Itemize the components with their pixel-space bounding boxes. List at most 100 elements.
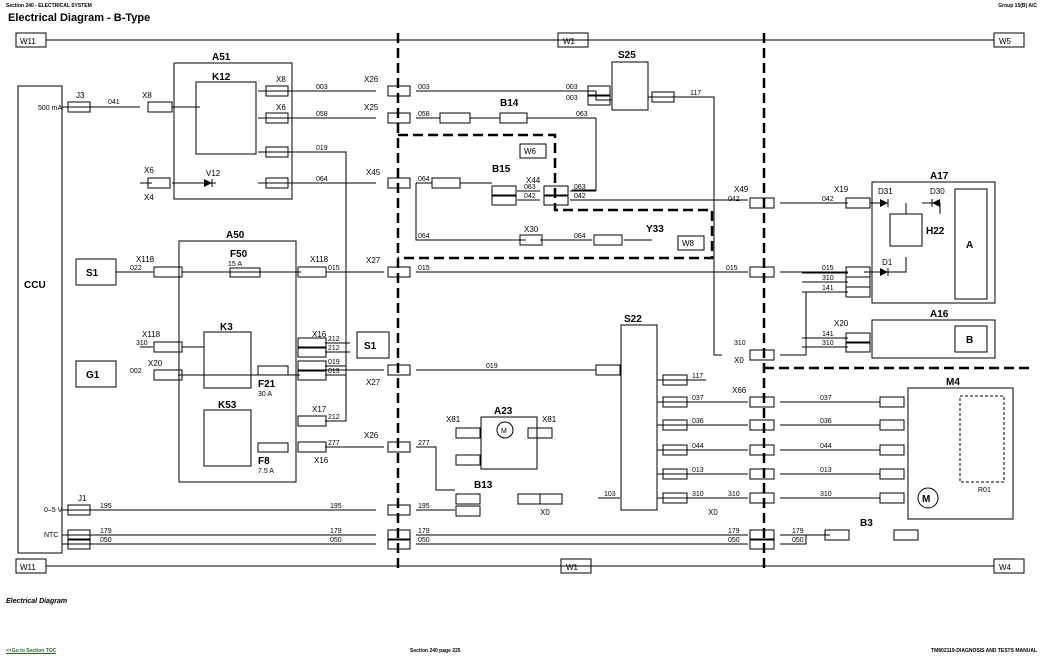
wire-036-b: 036 [820,418,832,425]
wire-212-c: 212 [328,414,340,421]
wire-117-b: 117 [692,373,703,380]
wire-058-b: 058 [418,111,430,118]
wire-019-c: 019 [328,368,340,375]
connector-x6-a: X6 [276,103,286,112]
b3-label: B3 [860,518,873,529]
connector-j3: J3 [76,91,85,100]
wire-141-a: 141 [822,285,834,292]
wire-050-a: 050 [100,537,112,544]
wire-050-c: 050 [418,537,430,544]
zone-w11-top: W11 [20,37,36,46]
wire-013-a: 013 [692,467,704,474]
connector-x30: X30 [524,225,539,234]
zone-w5: W5 [999,37,1012,46]
wire-179-a: 179 [100,528,112,535]
wire-179-e: 179 [792,528,804,535]
a17-box-label: A [966,240,973,251]
g1-label: G1 [86,370,100,381]
connector-x66: X66 [732,386,747,395]
wire-310-c: 310 [734,340,746,347]
toc-link[interactable]: <<Go to Section TOC [6,648,57,654]
zone-w1-bottom: W1 [566,563,579,572]
wire-058-a: 058 [316,111,328,118]
header-right: Group 15(B) A/C [998,3,1037,9]
wire-003-a: 003 [316,84,328,91]
wire-310-b: 310 [822,340,834,347]
wire-277-a: 277 [328,440,340,447]
connector-x20: X20 [148,359,163,368]
wire-212-b: 212 [328,345,340,352]
wire-179-d: 179 [728,528,740,535]
wire-179-c: 179 [418,528,430,535]
s22-label: S22 [624,314,642,325]
motor-icon: M [922,494,930,505]
wire-050-b: 050 [330,537,342,544]
wire-141-b: 141 [822,331,834,338]
a16-label: A16 [930,309,949,320]
connector-x26-b: X26 [364,431,379,440]
d30-label: D30 [930,187,945,196]
connector-x118-b: X118 [310,255,329,264]
wire-103: 103 [604,491,616,498]
connector-x8-b: X8 [276,75,286,84]
wire-036-a: 036 [692,418,704,425]
a50-label: A50 [226,230,245,241]
ccu-pin-ntc: NTC [44,532,58,539]
d1-label: D1 [882,258,893,267]
f50-label: F50 [230,249,248,260]
wire-042-a: 042 [524,193,536,200]
connector-x118-c: X118 [142,330,161,339]
connector-x27-a: X27 [366,256,381,265]
wire-195-b: 195 [330,503,342,510]
a23-motor-icon: M [501,428,507,435]
wire-022: 022 [130,265,142,272]
connector-x16-b: X16 [314,456,329,465]
h22-label: H22 [926,226,945,237]
connector-x45: X45 [366,168,381,177]
connector-x26-a: X26 [364,75,379,84]
wire-195-a: 195 [100,503,112,510]
wire-063-b: 063 [574,184,586,191]
k3-label: K3 [220,322,233,333]
s1-label-mid: S1 [364,341,377,352]
wire-310-a: 310 [822,275,834,282]
wire-117-a: 117 [690,90,701,97]
connector-x4: X4 [144,193,154,202]
zone-w6: W6 [524,147,537,156]
wire-015-d: 015 [822,265,834,272]
wire-179-b: 179 [330,528,342,535]
wire-310-d: 310 [136,340,148,347]
a23-label: A23 [494,406,513,417]
b14-label: B14 [500,98,519,109]
wire-044-b: 044 [820,443,832,450]
wire-063-a: 063 [576,111,588,118]
s1-label-left: S1 [86,268,99,279]
diagram-caption: Electrical Diagram [6,598,68,605]
connector-j1: J1 [78,494,87,503]
diode-icons [204,179,940,276]
wire-015-a: 015 [328,265,340,272]
connector-x81-a: X81 [446,415,461,424]
terminal-boxes [67,85,919,550]
a16-box-label: B [966,335,973,346]
connector-x19: X19 [834,185,849,194]
connector-x25: X25 [364,103,379,112]
wire-042-d: 042 [822,196,834,203]
zone-w4: W4 [999,563,1012,572]
connector-x81-b: X81 [542,415,557,424]
wire-064-a: 064 [316,176,328,183]
wire-042-c: 042 [728,196,740,203]
wire-050-e: 050 [792,537,804,544]
zone-w1-top: W1 [563,37,576,46]
zone-w8: W8 [682,239,695,248]
a51-label: A51 [212,52,231,63]
a17-label: A17 [930,171,949,182]
wire-003-c: 003 [566,84,578,91]
k12-label: K12 [212,72,231,83]
f50-rating: 15 A [228,261,242,268]
wire-064-d: 064 [574,233,586,240]
manual-name: TM802119-DIAGNOSIS AND TESTS MANUAL [931,648,1037,654]
connector-x118-a: X118 [136,255,155,264]
connector-x20-b: X20 [834,319,849,328]
wire-002: 002 [130,368,142,375]
